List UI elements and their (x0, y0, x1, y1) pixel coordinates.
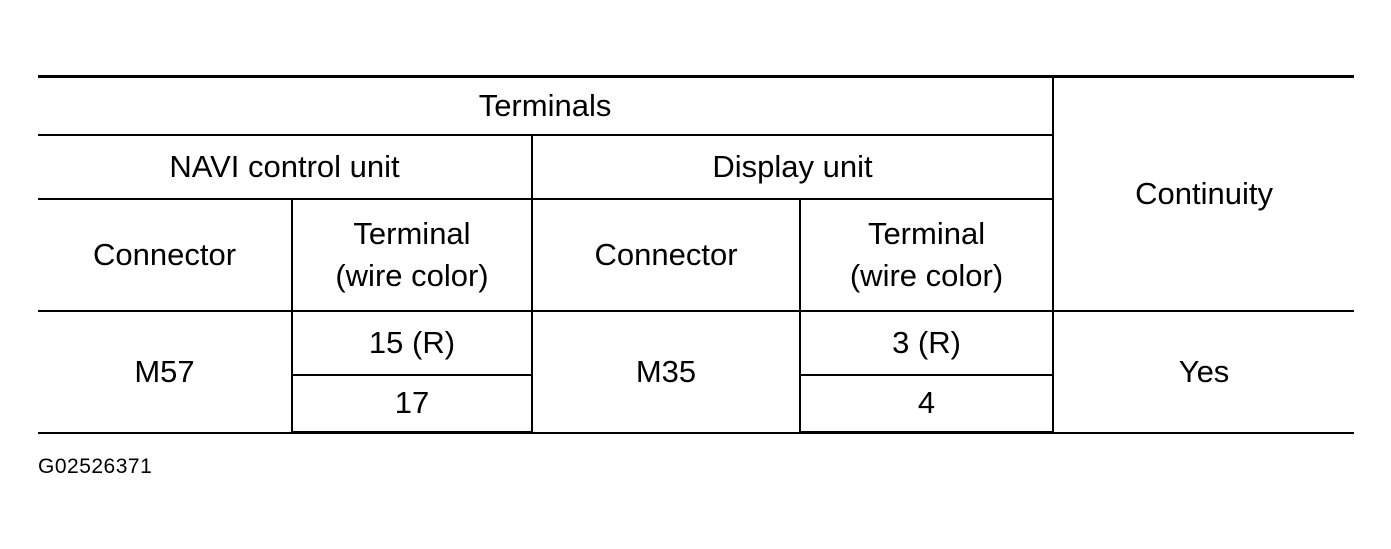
navi-terminal-cell: 15 (R) (291, 309, 533, 376)
display-terminal-header-line1: Terminal (867, 215, 986, 251)
continuity-header: Continuity (1052, 75, 1355, 312)
continuity-cell: Yes (1052, 309, 1355, 434)
terminals-header: Terminals (38, 75, 1055, 136)
continuity-check-table: Terminals Continuity NAVI control unit D… (38, 75, 1355, 434)
display-terminal-cell: 4 (798, 373, 1055, 434)
display-terminal-cell: 3 (R) (798, 309, 1055, 376)
navi-terminal-header-line2: (wire color) (335, 257, 489, 293)
display-unit-header: Display unit (530, 133, 1055, 200)
navi-terminal-header-line1: Terminal (353, 215, 471, 251)
display-connector-header: Connector (531, 197, 801, 312)
display-connector-cell: M35 (531, 309, 801, 434)
navi-terminal-cell: 17 (291, 373, 533, 434)
navi-connector-cell: M57 (38, 309, 293, 434)
display-terminal-header: Terminal (wire color) (798, 197, 1055, 312)
figure-id: G02526371 (38, 455, 153, 478)
navi-terminal-header: Terminal (wire color) (291, 197, 533, 312)
navi-control-unit-header: NAVI control unit (38, 133, 533, 200)
display-terminal-header-line2: (wire color) (849, 257, 1004, 293)
navi-connector-header: Connector (38, 197, 293, 312)
